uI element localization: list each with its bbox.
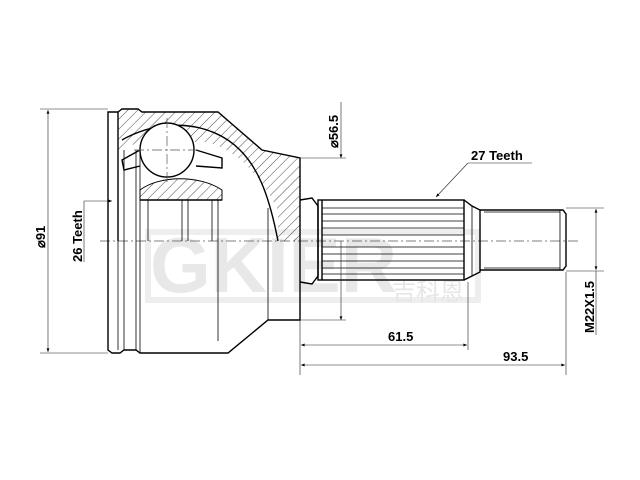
watermark-latin: GKIER [150,221,397,309]
label-27-teeth: 27 Teeth [471,148,523,163]
dim-shaft-diameter: ⌀56.5 [300,102,346,321]
label-outer-diameter: ⌀91 [33,226,48,248]
ball [134,118,200,182]
label-thread: M22X1.5 [582,281,597,333]
label-total-length: 93.5 [503,349,528,364]
dim-thread: M22X1.5 [566,207,604,335]
label-shaft-diameter: ⌀56.5 [326,115,341,148]
dim-outer-spline: 27 Teeth [435,148,532,198]
dim-outer-diameter: ⌀91 [33,108,108,354]
watermark: GKIER 吉科恩 [145,221,481,309]
label-26-teeth: 26 Teeth [70,210,85,262]
dim-inner-spline: 26 Teeth [70,199,112,262]
dim-lengths: 61.5 93.5 [299,272,567,375]
threaded-end [480,209,567,271]
inner-race [139,178,223,241]
label-spline-length: 61.5 [388,329,413,344]
splined-shaft [299,197,481,285]
watermark-cjk: 吉科恩 [392,278,464,306]
